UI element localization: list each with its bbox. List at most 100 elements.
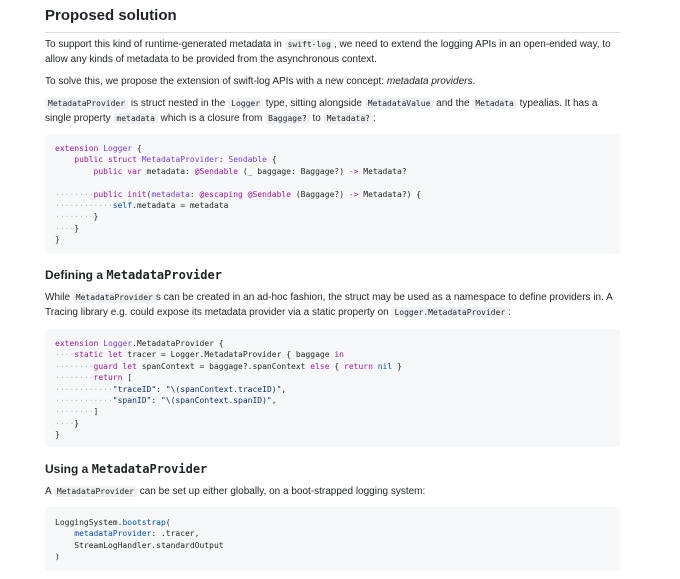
code-token: ············ (55, 200, 113, 210)
text: type, sitting alongside (263, 98, 365, 109)
heading-text: Defining a (45, 268, 107, 282)
code-line: } (55, 429, 610, 440)
text: : (372, 112, 376, 124)
code-line: ····} (55, 223, 610, 234)
paragraph-runtime-metadata: To support this kind of runtime-generate… (45, 38, 625, 67)
code-token: ···· (55, 418, 75, 428)
code-token: { (132, 144, 142, 153)
code-token: static let (74, 350, 123, 360)
code-token: { (329, 361, 344, 371)
code-token: LoggingSystem. (55, 518, 123, 527)
code-line: ········guard let spanContext = baggage?… (55, 361, 610, 372)
code-token: (_ baggage: Baggage?) (238, 166, 349, 176)
code-token: nil (377, 361, 393, 371)
code-token: : (151, 395, 161, 405)
code-token: public var (93, 166, 142, 176)
code-token: Logger (103, 339, 133, 348)
code-token: -> (348, 189, 359, 199)
text: which is a closure from (157, 112, 266, 124)
inline-code-swift-log: swift-log (284, 39, 334, 50)
paragraph-metadataprovider-description: MetadataProvider is struct nested in the… (45, 97, 625, 126)
code-token (55, 167, 94, 176)
code-token: ········ (55, 407, 94, 417)
code-line: metadataProvider: .tracer, (55, 528, 610, 539)
code-token: StreamLogHandler.standardOutput (55, 540, 224, 550)
code-line: ········return [ (55, 372, 610, 383)
code-token: .metadata = metadata (132, 200, 229, 210)
emphasis-metadata-providers: metadata providers (386, 76, 473, 87)
inline-code: Metadata? (323, 112, 373, 124)
code-token: : (218, 155, 229, 165)
code-line: extension Logger { (55, 143, 610, 154)
code-line: ····static let tracer = Logger.MetadataP… (55, 349, 610, 360)
code-token: metadata (151, 189, 190, 199)
code-token: } (392, 361, 402, 371)
code-token: : (156, 384, 166, 394)
code-token: metadataProvider (74, 529, 152, 539)
inline-code: MetadataValue (364, 98, 434, 109)
code-token: Sendable (228, 155, 267, 165)
code-token: MetadataProvider (141, 155, 219, 165)
inline-code: MetadataProvider (53, 486, 137, 497)
code-token: tracer = Logger.MetadataProvider { bagga… (122, 350, 335, 360)
code-token: , (271, 395, 277, 405)
code-token: spanContext = baggage?.spanContext (136, 361, 311, 371)
code-token: @escaping @Sendable (199, 189, 292, 199)
text: is struct nested in the (128, 98, 229, 109)
code-token: Metadata?) { (358, 189, 422, 199)
code-line: ············"traceID": "\(spanContext.tr… (55, 384, 610, 395)
code-token: -> (348, 166, 359, 176)
code-token (55, 155, 74, 164)
code-token: return (93, 373, 123, 383)
code-token: [ (122, 373, 133, 383)
code-token: ············ (55, 384, 113, 394)
code-line: ············"spanID": "\(spanContext.spa… (55, 395, 610, 406)
code-block-tracer-provider: extension Logger.MetadataProvider {····s… (45, 329, 620, 447)
code-line: ········public init(metadata: @escaping … (55, 189, 610, 200)
paragraph-using: A MetadataProvider can be set up either … (45, 485, 625, 500)
code-token: "\(spanContext.traceID)" (165, 384, 282, 394)
code-line (55, 177, 610, 188)
code-line: ········} (55, 211, 610, 222)
code-token: } (74, 223, 80, 233)
code-token: ········ (55, 373, 94, 383)
code-line: StreamLogHandler.standardOutput (55, 540, 610, 551)
code-token: self (112, 200, 133, 210)
code-token: return (344, 361, 373, 371)
code-token: ···· (55, 350, 75, 360)
code-token: else (310, 361, 330, 371)
code-token: ) (55, 552, 60, 562)
code-line: ····} (55, 418, 610, 429)
text: : (508, 306, 512, 318)
code-block-bootstrap: LoggingSystem.bootstrap( metadataProvide… (45, 507, 620, 571)
code-token: Logger (103, 144, 133, 153)
code-token: } (93, 212, 99, 222)
code-token: ] (93, 407, 99, 417)
code-token: metadata: (141, 166, 195, 176)
code-line: public var metadata: @Sendable (_ baggag… (55, 166, 610, 177)
text: To solve this, we propose the extension … (45, 76, 387, 87)
code-line: } (55, 234, 610, 245)
code-token: extension (55, 339, 99, 348)
code-block-logger-extension: extension Logger { public struct Metadat… (45, 134, 620, 254)
code-token: public init (93, 189, 147, 199)
code-token: ········ (55, 189, 94, 199)
text: To support this kind of runtime-generate… (45, 39, 285, 50)
section-heading-using: Using a MetadataProvider (45, 461, 207, 477)
inline-code: Logger (228, 98, 264, 109)
code-token: "traceID" (112, 384, 157, 394)
paragraph-metadata-providers: To solve this, we propose the extension … (45, 75, 625, 90)
code-token (55, 529, 74, 538)
code-token: ········ (55, 361, 94, 371)
code-token: Metadata? (358, 166, 407, 176)
code-token: } (55, 235, 60, 245)
code-token: : .tracer, (151, 529, 200, 539)
text: to (309, 112, 324, 124)
code-token: "\(spanContext.spanID)" (160, 395, 272, 405)
inline-code: Baggage? (265, 112, 310, 124)
inline-code: Metadata (472, 98, 517, 109)
text: typealias. It has a single property (45, 98, 598, 124)
code-token: @Sendable (194, 166, 239, 176)
inline-code: MetadataProvider (45, 98, 129, 109)
